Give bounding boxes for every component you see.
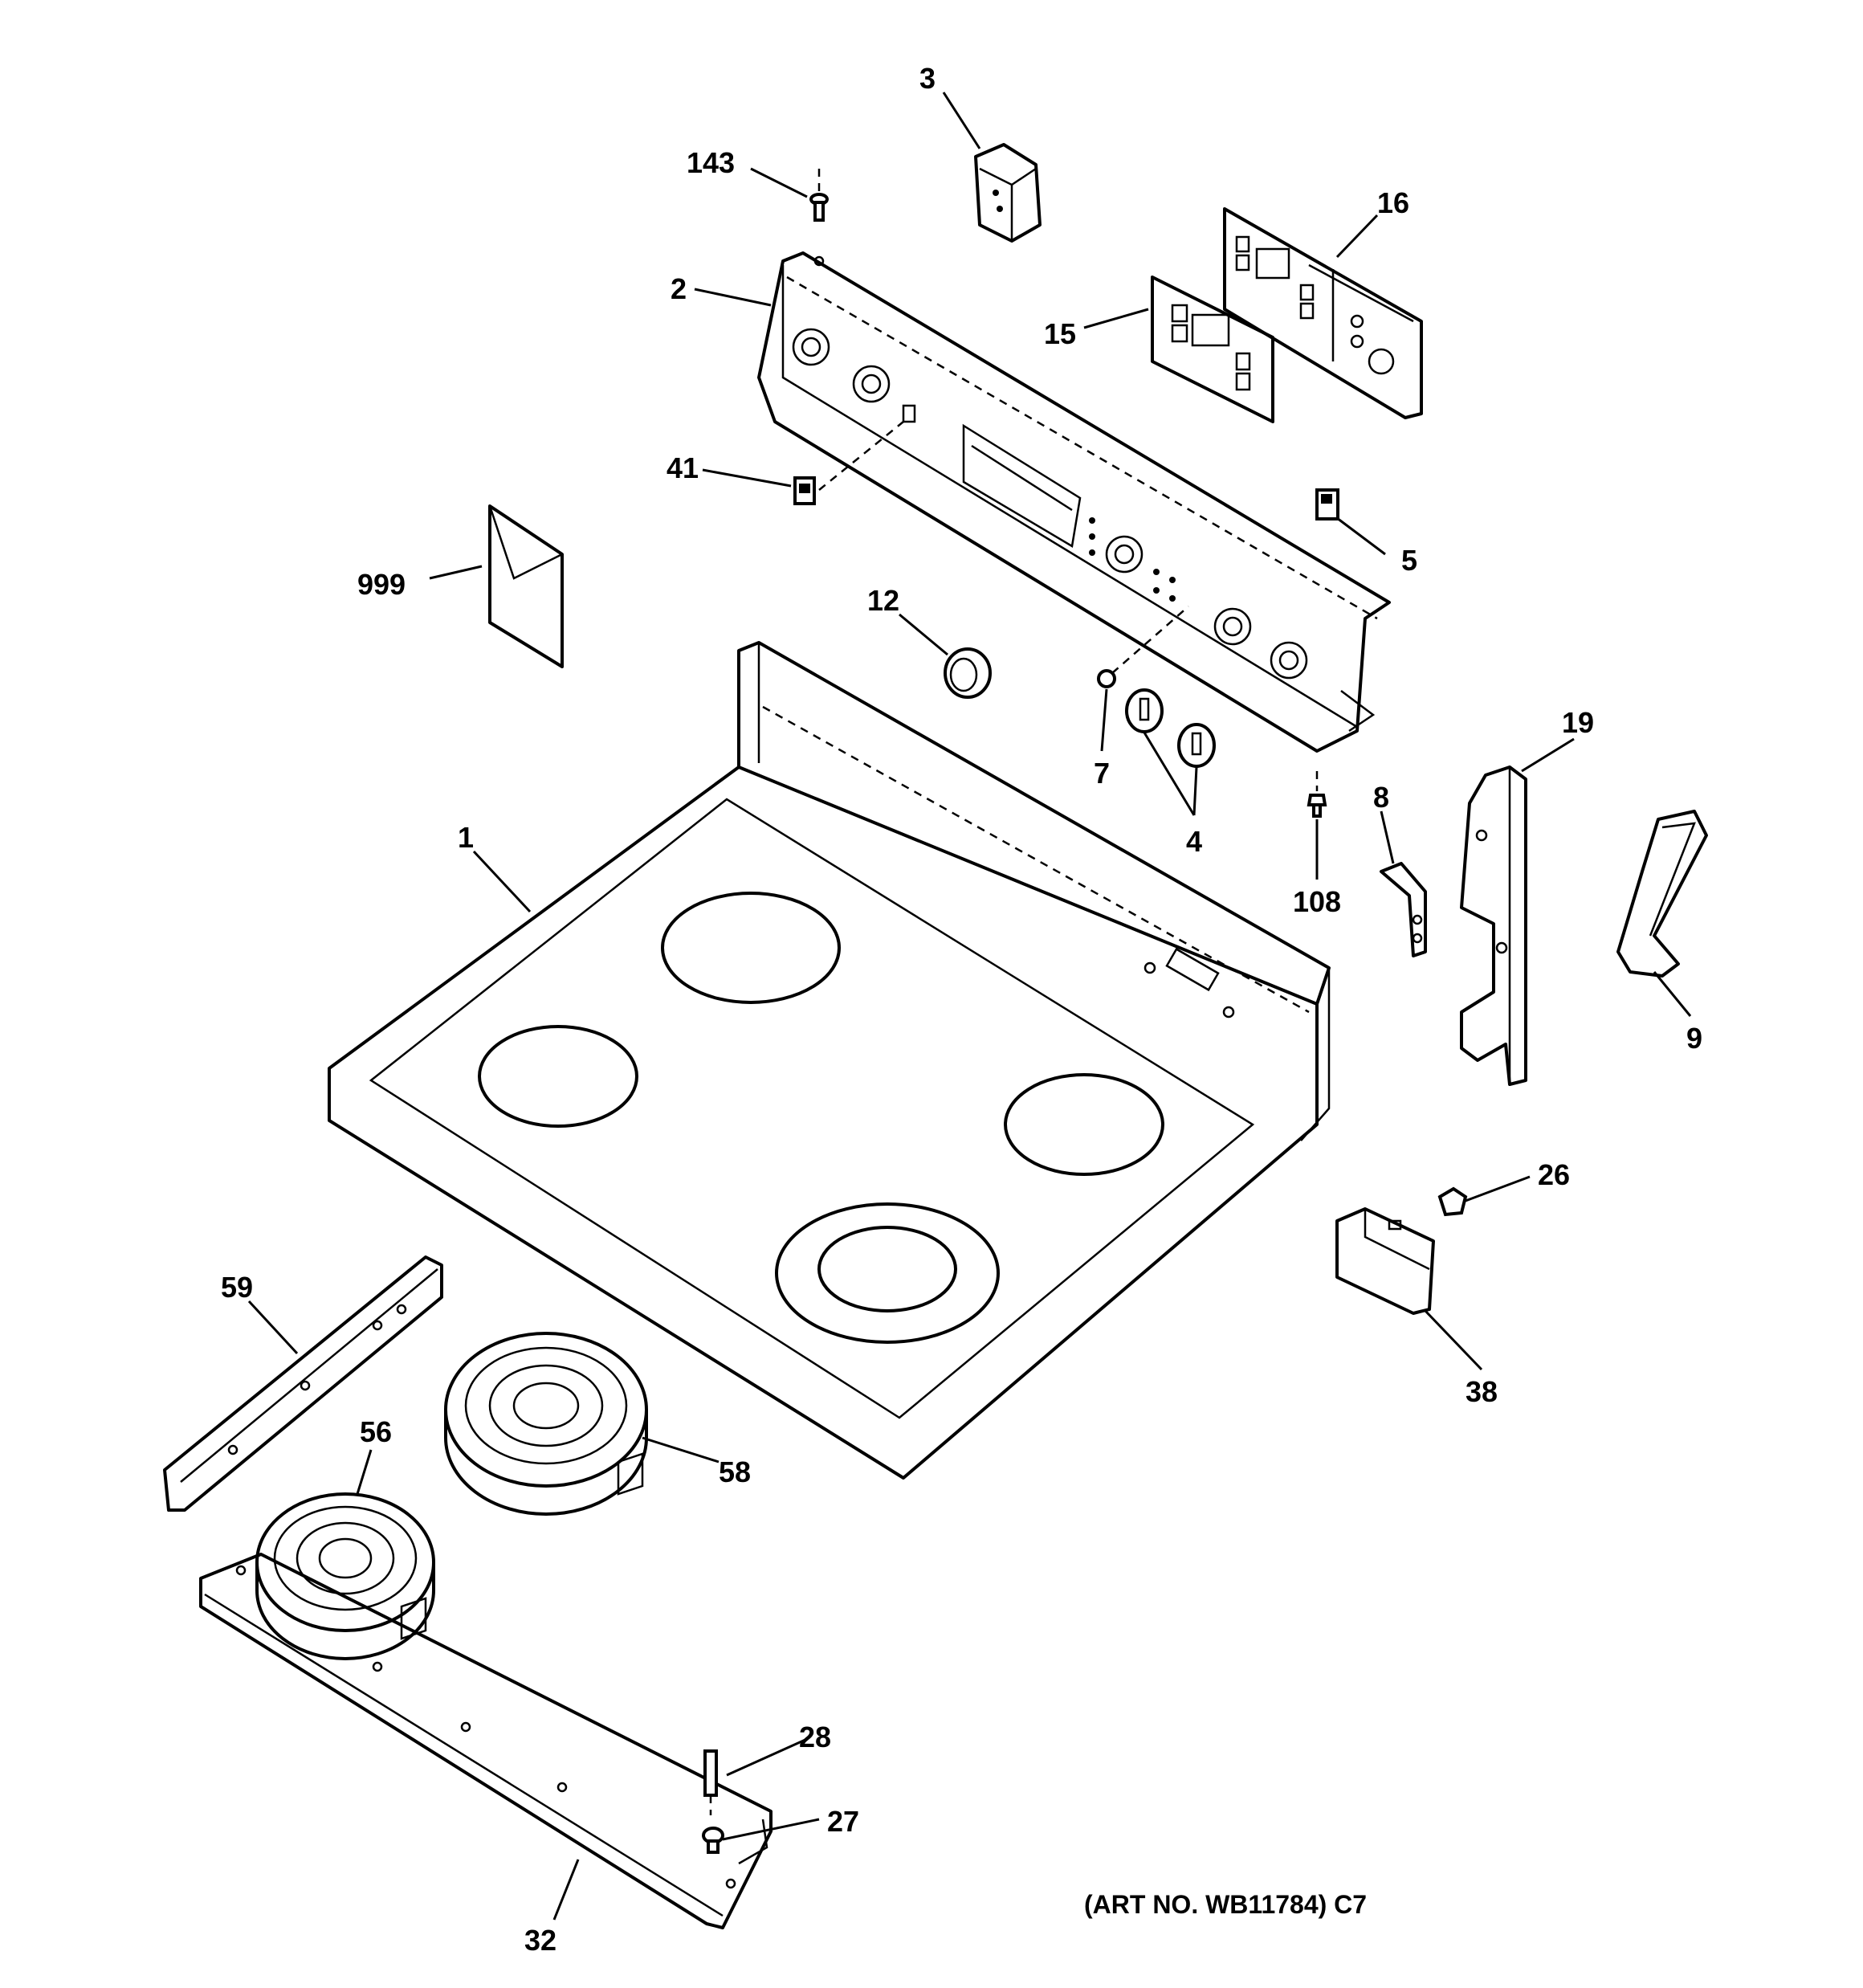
- callout-32: 32: [524, 1924, 556, 1957]
- screw-143: [809, 169, 829, 222]
- angle-bracket-59: [163, 1255, 443, 1512]
- callout-7: 7: [1094, 757, 1110, 790]
- literature-envelope-999: [488, 504, 564, 668]
- callout-26: 26: [1538, 1158, 1570, 1191]
- relay-switch-part: [974, 143, 1042, 243]
- art-number-label: (ART NO. WB11784) C7: [1084, 1890, 1367, 1919]
- nut-27: [702, 1827, 724, 1854]
- callout-5: 5: [1401, 544, 1417, 577]
- callout-15: 15: [1044, 317, 1076, 350]
- bracket-8: [1380, 862, 1427, 957]
- end-cap-9: [1616, 810, 1708, 978]
- mounting-rail-32: [199, 1553, 773, 1929]
- callout-9: 9: [1686, 1022, 1702, 1055]
- callout-28: 28: [799, 1721, 831, 1753]
- callout-58: 58: [719, 1455, 751, 1488]
- trim-piece-38: [1335, 1207, 1435, 1315]
- control-overlay-15: [1151, 276, 1274, 423]
- callout-59: 59: [221, 1271, 253, 1304]
- stud-28: [703, 1749, 718, 1815]
- cooktop-main-top: [328, 641, 1331, 1480]
- callout-4: 4: [1186, 825, 1202, 858]
- switch-41: [793, 421, 904, 505]
- radiant-element-58: [444, 1332, 648, 1516]
- callout-16: 16: [1377, 186, 1409, 219]
- callout-41: 41: [667, 451, 699, 484]
- clip-26: [1437, 1186, 1468, 1217]
- screw-108: [1307, 771, 1327, 818]
- callout-1: 1: [458, 821, 474, 854]
- callout-2: 2: [671, 272, 687, 305]
- callout-38: 38: [1466, 1375, 1498, 1408]
- radiant-element-56: [255, 1492, 435, 1660]
- backsplash-control-panel: [757, 251, 1391, 753]
- switch-5: [1315, 488, 1339, 520]
- callout-12: 12: [867, 584, 899, 617]
- callout-labels: 3 143 16 2 15 41 5 999 12 7 4 19 8 108 1…: [221, 62, 1702, 1957]
- callout-143: 143: [687, 146, 735, 179]
- knobs-4: [1125, 688, 1216, 768]
- callout-19: 19: [1562, 706, 1594, 739]
- side-trim-19: [1460, 765, 1527, 1086]
- knob-12: [944, 647, 992, 699]
- callout-27: 27: [827, 1805, 859, 1838]
- callout-108: 108: [1293, 885, 1341, 918]
- callout-8: 8: [1373, 781, 1389, 814]
- callout-56: 56: [360, 1415, 392, 1448]
- plug-7: [1097, 606, 1189, 688]
- callout-3: 3: [919, 62, 936, 95]
- callout-999: 999: [357, 568, 406, 601]
- electronic-control-16: [1223, 207, 1423, 419]
- leader-lines: [247, 92, 1692, 1921]
